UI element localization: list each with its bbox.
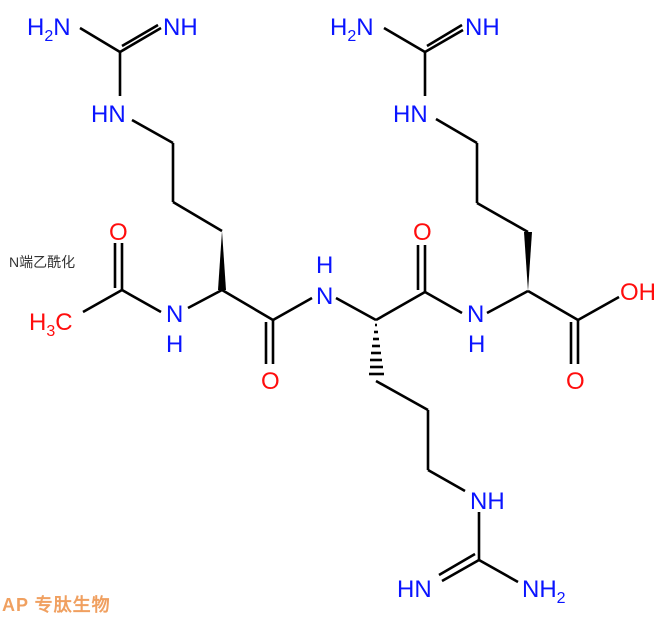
watermark-logo: AP 专肽生物 [2,595,111,615]
residue1-backbone [187,288,313,364]
atom-methyl: H3C [29,309,73,340]
atom-oxygen: O [413,219,432,246]
atom-hydrogen: H [316,252,333,279]
residue3-guanidino [383,23,464,96]
atom-hydroxyl: OH [620,279,656,306]
atom-nh2: H2N [27,14,71,45]
atom-hn: HN [397,576,432,603]
atom-oxygen: O [109,219,128,246]
atom-oxygen: O [261,368,280,395]
wedge-bond [524,232,532,291]
residue2-backbone [335,245,463,322]
atom-nh2: NH2 [522,576,566,607]
atom-nitrogen: N [316,283,333,310]
atom-oxygen: O [566,368,585,395]
n-terminal-acetylation-label: N端乙酰化 [9,254,76,270]
atom-hydrogen: H [468,331,485,358]
hashed-wedge-bond [369,323,384,376]
atom-nh2: H2N [330,14,374,45]
residue1-guanidino [79,23,174,145]
atom-nh: NH [470,488,505,515]
atom-hn: HN [393,101,428,128]
atom-hn: HN [91,101,126,128]
atom-nitrogen: N [166,301,183,328]
residue1-chain [171,143,226,290]
wedge-bond [218,231,226,290]
residue3-backbone [486,289,620,364]
residue3-chain [435,117,529,234]
atom-nh: NH [163,14,198,41]
residue2-chain [375,379,466,493]
atom-nitrogen: N [467,301,484,328]
atom-nh: NH [465,14,500,41]
acetyl-group [82,243,162,314]
residue2-guanidino [438,512,519,584]
atom-hydrogen: H [166,331,183,358]
